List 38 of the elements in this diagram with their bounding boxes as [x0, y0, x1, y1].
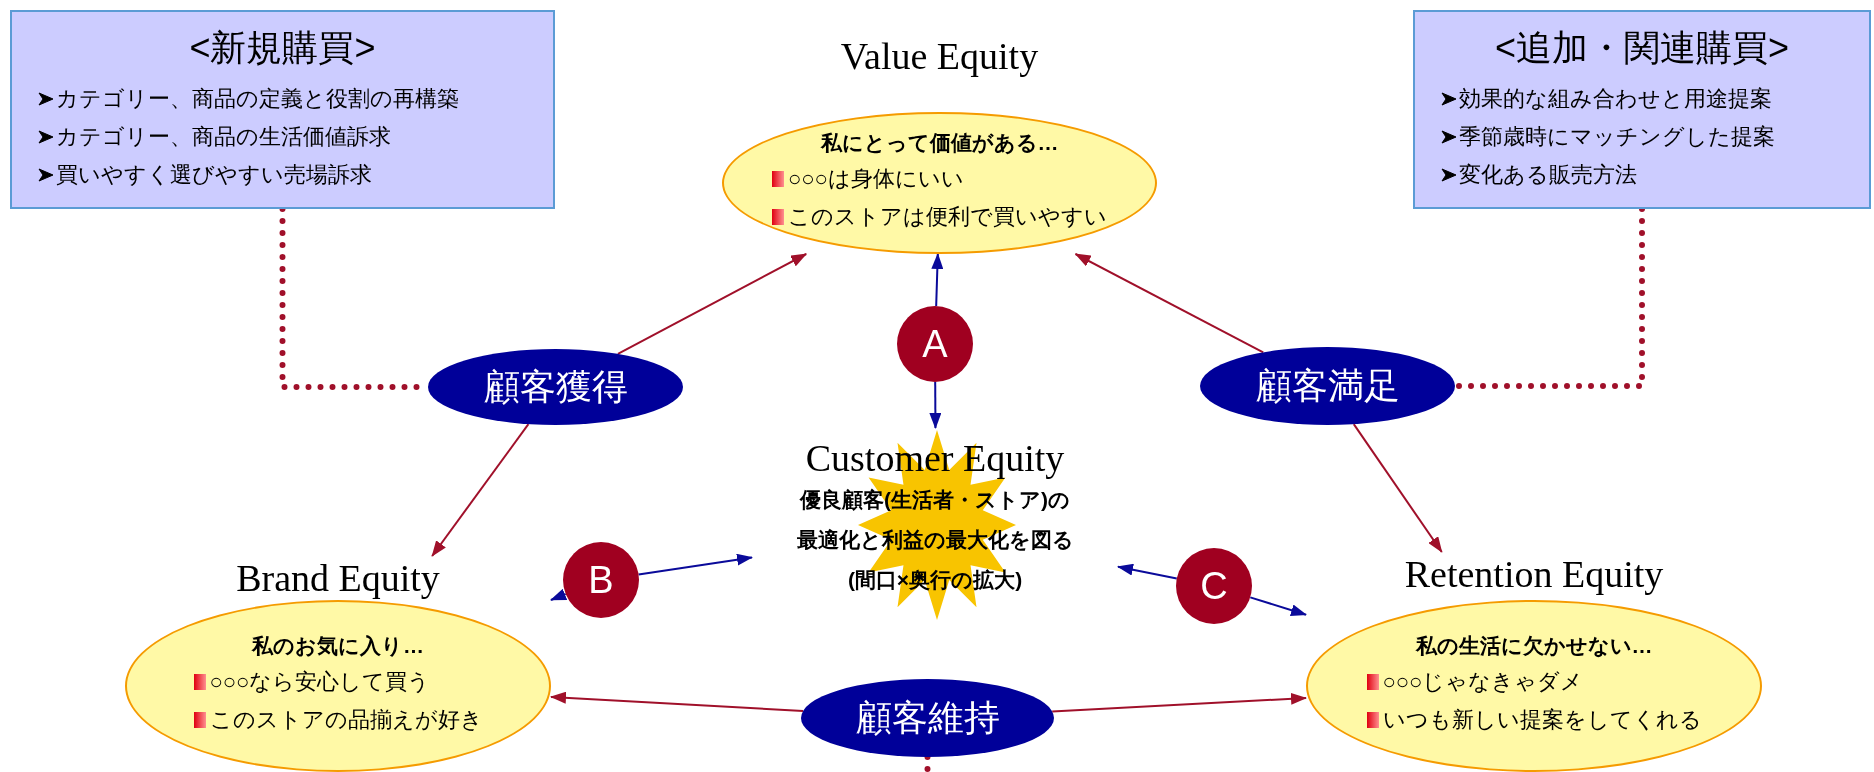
- list-item: 効果的な組み合わせと用途提案: [1459, 85, 1772, 113]
- arrow: [550, 691, 805, 713]
- list-item: 変化ある販売方法: [1459, 161, 1637, 189]
- list-item: このストアの品揃えが好き: [209, 706, 483, 734]
- list-item: いつも新しい提案をしてくれる: [1382, 706, 1702, 734]
- equity-title: Value Equity: [840, 34, 1039, 78]
- equity-title: Retention Equity: [1404, 552, 1664, 596]
- list-item: このストアは便利で買いやすい: [788, 203, 1107, 231]
- list-item: ○○○は身体にいい: [788, 165, 964, 193]
- arrow: [1352, 423, 1443, 553]
- equity-title: Brand Equity: [236, 556, 440, 600]
- list-item: カテゴリー、商品の生活価値訴求: [56, 123, 391, 151]
- lead-text: 私の生活に欠かせない…: [1415, 633, 1653, 660]
- arrow: [616, 253, 808, 355]
- list-item: カテゴリー、商品の定義と役割の再構築: [56, 85, 459, 113]
- stage-oval: 顧客獲得: [428, 349, 683, 425]
- text-box: [1413, 10, 1871, 209]
- arrow: [1117, 563, 1178, 580]
- arrow: [929, 381, 942, 429]
- arrow: [1074, 253, 1265, 354]
- list-item: ○○○じゃなきゃダメ: [1382, 668, 1584, 696]
- dotted-connector: [924, 754, 931, 772]
- arrow: [550, 588, 568, 601]
- list-item: ○○○なら安心して買う: [209, 668, 431, 696]
- stage-oval: 顧客維持: [801, 679, 1054, 757]
- arrow: [1051, 692, 1307, 713]
- arrow: [1249, 596, 1307, 616]
- arrow: [931, 253, 944, 307]
- box-heading: <追加・関連購買>: [1494, 26, 1789, 70]
- arrow: [431, 423, 530, 557]
- lead-text: 私のお気に入り…: [252, 633, 424, 659]
- list-item: 買いやすく選びやすい売場訴求: [56, 161, 372, 189]
- lead-text: 私にとって価値がある…: [820, 130, 1059, 157]
- box-heading: <新規購買>: [189, 26, 376, 70]
- stage-oval: 顧客満足: [1200, 347, 1455, 425]
- arrow: [637, 553, 753, 576]
- text-box: [10, 10, 555, 209]
- list-item: 季節歳時にマッチングした提案: [1459, 123, 1775, 151]
